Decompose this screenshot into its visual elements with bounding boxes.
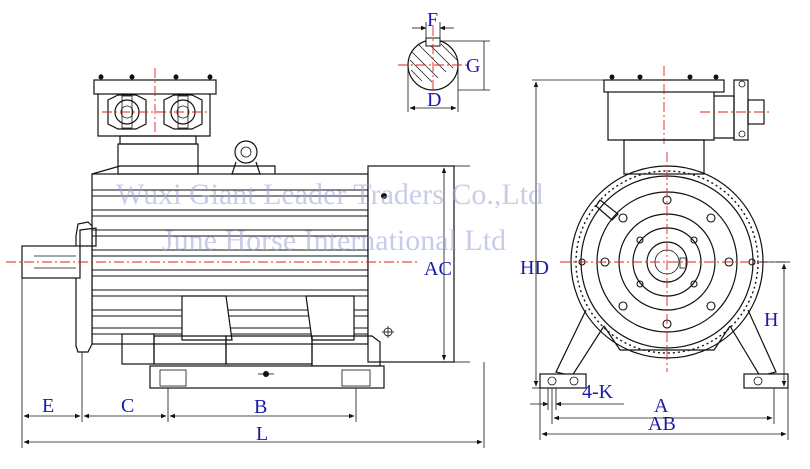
label-ac: AC — [424, 258, 452, 280]
label-ab: AB — [648, 413, 676, 435]
dimension-labels: F G D AC HD H E C B L 4-K A AB — [42, 9, 778, 445]
label-l: L — [256, 423, 268, 445]
label-h: H — [764, 309, 778, 331]
label-b: B — [254, 396, 267, 418]
label-e: E — [42, 395, 54, 417]
label-c: C — [121, 395, 134, 417]
cable-gland-left — [107, 94, 147, 130]
dimension-lines — [21, 79, 790, 448]
watermark-line-1: Wuxi Giant Leader Traders Co.,Ltd — [116, 178, 543, 211]
label-hd: HD — [520, 257, 549, 279]
label-4k: 4-K — [582, 381, 614, 403]
motor-side-view — [6, 68, 455, 389]
label-d: D — [427, 89, 441, 111]
label-a: A — [654, 395, 669, 417]
label-f: F — [427, 9, 438, 31]
motor-end-view — [539, 66, 790, 389]
watermark: Wuxi Giant Leader Traders Co.,Ltd June H… — [116, 178, 543, 257]
shaft-cross-section — [398, 22, 490, 112]
watermark-line-2: June Horse International Ltd — [162, 224, 506, 257]
lifting-eye — [231, 140, 261, 175]
label-g: G — [466, 55, 480, 77]
